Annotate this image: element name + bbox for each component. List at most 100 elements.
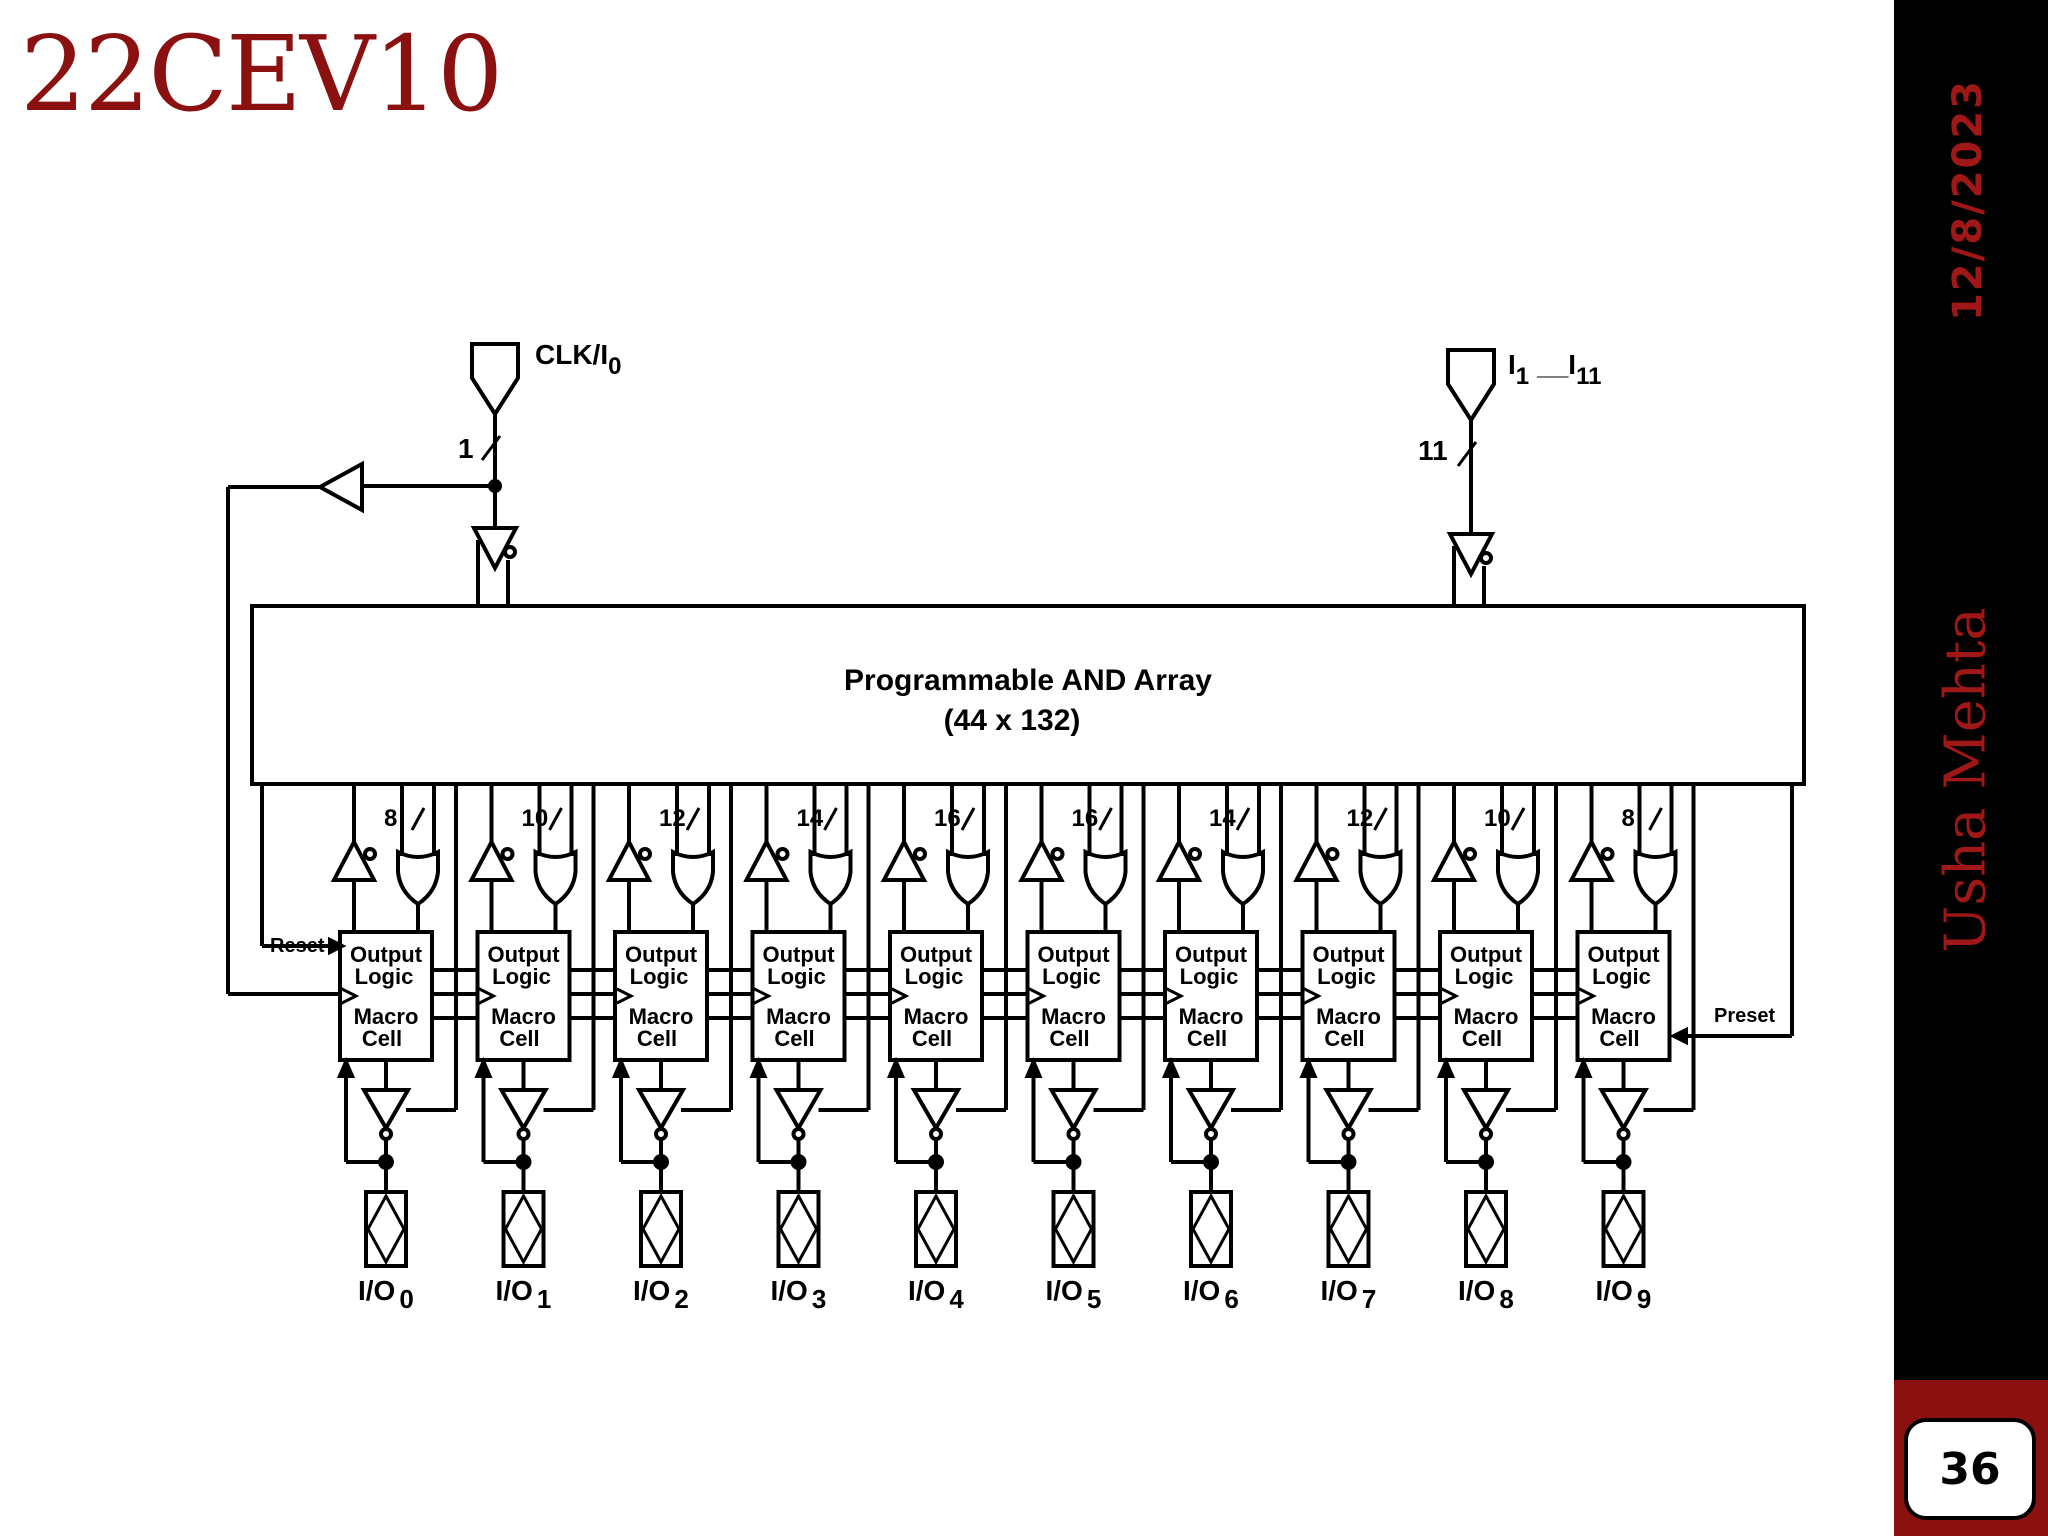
date-label: 12/8/2023 <box>1945 78 1991 322</box>
preset-label: Preset <box>1714 1005 1775 1027</box>
or-gate <box>396 848 440 907</box>
inputs-label-start: I <box>1508 349 1516 380</box>
macrocell-label-macro: Macro <box>1591 1004 1656 1029</box>
macrocell-label-cell: Cell <box>912 1026 952 1051</box>
macrocell-slice <box>880 784 1028 1268</box>
macrocell-label-logic: Logic <box>1317 964 1376 989</box>
feedback-arrow <box>611 1056 631 1078</box>
product-term-count: 14 <box>797 805 824 832</box>
io-pin-pad <box>364 1190 408 1268</box>
author-label: Usha Mehta <box>1933 607 1999 953</box>
or-gate <box>1633 848 1678 907</box>
macrocell-label-macro: Macro <box>354 1004 419 1029</box>
clock-edge-mark <box>476 986 497 1006</box>
feedback-arrow <box>886 1056 906 1078</box>
macrocell-slice <box>468 784 615 1268</box>
clock-edge-mark <box>1301 986 1322 1006</box>
bus-slash <box>685 807 701 831</box>
output-buffer <box>360 1088 412 1132</box>
macrocell-slice <box>1155 784 1303 1268</box>
inputs-pad <box>1446 348 1496 424</box>
feedback-arrow <box>1299 1056 1318 1078</box>
svg-text:CLK/I0: CLK/I0 <box>535 339 621 380</box>
output-buffer <box>1323 1088 1374 1132</box>
output-buffer <box>910 1088 962 1132</box>
output-inversion-bubble <box>1204 1127 1218 1141</box>
or-gate <box>1221 848 1265 907</box>
macrocell-label-logic: Logic <box>1042 964 1101 989</box>
output-buffer <box>1185 1088 1237 1132</box>
bus-slash <box>548 807 563 831</box>
output-inversion-bubble <box>1479 1127 1493 1141</box>
slide-title: 22CEV10 <box>20 13 503 135</box>
product-term-count: 16 <box>1072 805 1099 832</box>
io-pin-pad <box>1601 1190 1646 1268</box>
output-inversion-bubble <box>1066 1127 1081 1141</box>
output-inversion-bubble <box>791 1127 806 1141</box>
product-term-count: 14 <box>1209 805 1236 832</box>
output-buffer <box>773 1088 824 1132</box>
bus-slash <box>823 807 838 831</box>
macrocell-slice <box>743 784 890 1268</box>
bus-slash <box>1235 807 1251 831</box>
inversion-bubble <box>363 847 377 861</box>
product-term-count: 16 <box>934 805 961 832</box>
macrocell-label-cell: Cell <box>1462 1026 1502 1051</box>
feedback-arrow <box>1574 1056 1593 1078</box>
clock-edge-mark <box>1026 986 1047 1006</box>
macrocell-label-macro: Macro <box>1041 1004 1106 1029</box>
inputs-label-end: I <box>1568 349 1576 380</box>
macrocell-label-output: Output <box>1587 942 1660 967</box>
feedback-arrow <box>474 1056 493 1078</box>
clock-edge-mark <box>339 986 360 1006</box>
macrocell-label-macro: Macro <box>629 1004 694 1029</box>
output-buffer <box>635 1088 687 1132</box>
macrocell-label-output: Output <box>1312 942 1385 967</box>
macrocell-label-output: Output <box>762 942 835 967</box>
macrocell-label-cell: Cell <box>1187 1026 1227 1051</box>
product-term-count: 12 <box>1347 805 1374 832</box>
clock-edge-mark <box>1439 986 1460 1006</box>
macrocell-label-output: Output <box>900 942 973 967</box>
product-term-count: 8 <box>384 805 397 832</box>
product-term-count: 12 <box>659 805 686 832</box>
inputs-label-start-subscript: 1 <box>1516 363 1529 390</box>
output-inversion-bubble <box>516 1127 531 1141</box>
clock-edge-mark <box>1164 986 1185 1006</box>
macrocell-label-output: Output <box>1037 942 1110 967</box>
macrocell-label-macro: Macro <box>1179 1004 1244 1029</box>
sidebar <box>1894 0 2048 1536</box>
bus-slash <box>1648 807 1663 831</box>
macrocell-label-logic: Logic <box>630 964 689 989</box>
inversion-bubble <box>1188 847 1202 861</box>
macrocell-slice <box>1018 784 1165 1268</box>
macrocell-label-logic: Logic <box>905 964 964 989</box>
or-gate <box>1496 848 1540 907</box>
clk-input-pad <box>470 342 520 418</box>
feedback-arrow <box>1024 1056 1043 1078</box>
macrocell-label-output: Output <box>487 942 560 967</box>
clk-width-label: 1 <box>458 433 474 464</box>
inversion-bubble <box>1600 847 1615 861</box>
or-gate <box>671 848 715 907</box>
macrocell-slice <box>605 784 753 1268</box>
output-inversion-bubble <box>1341 1127 1356 1141</box>
product-term-count: 8 <box>1622 805 1635 832</box>
clock-edge-mark <box>1576 986 1597 1006</box>
and-array-size: (44 x 132) <box>944 704 1081 737</box>
macrocell-label-cell: Cell <box>499 1026 539 1051</box>
macrocell-label-logic: Logic <box>1592 964 1651 989</box>
inversion-bubble <box>638 847 652 861</box>
and-array-box <box>250 604 1806 786</box>
macrocell-label-cell: Cell <box>637 1026 677 1051</box>
output-buffer <box>1460 1088 1512 1132</box>
output-buffer <box>498 1088 549 1132</box>
